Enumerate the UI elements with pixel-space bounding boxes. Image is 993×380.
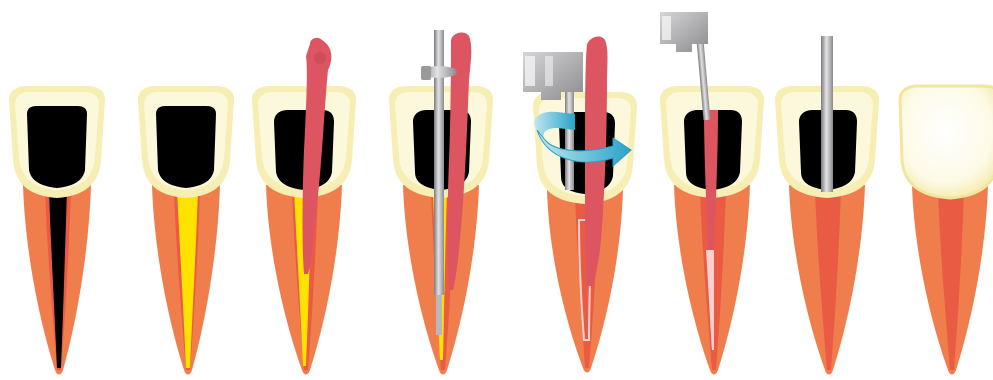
tooth-6	[660, 12, 764, 375]
tooth-4	[389, 30, 493, 375]
restored-crown-icon	[900, 86, 993, 198]
tooth-3	[252, 38, 356, 375]
tooth-1	[9, 86, 105, 375]
tooth-8	[900, 86, 993, 375]
post-cemented-icon	[821, 36, 833, 192]
pulp-cavity	[27, 106, 87, 188]
tooth-2	[138, 86, 234, 375]
tooth-5	[523, 37, 637, 373]
tooth-7	[775, 36, 879, 375]
